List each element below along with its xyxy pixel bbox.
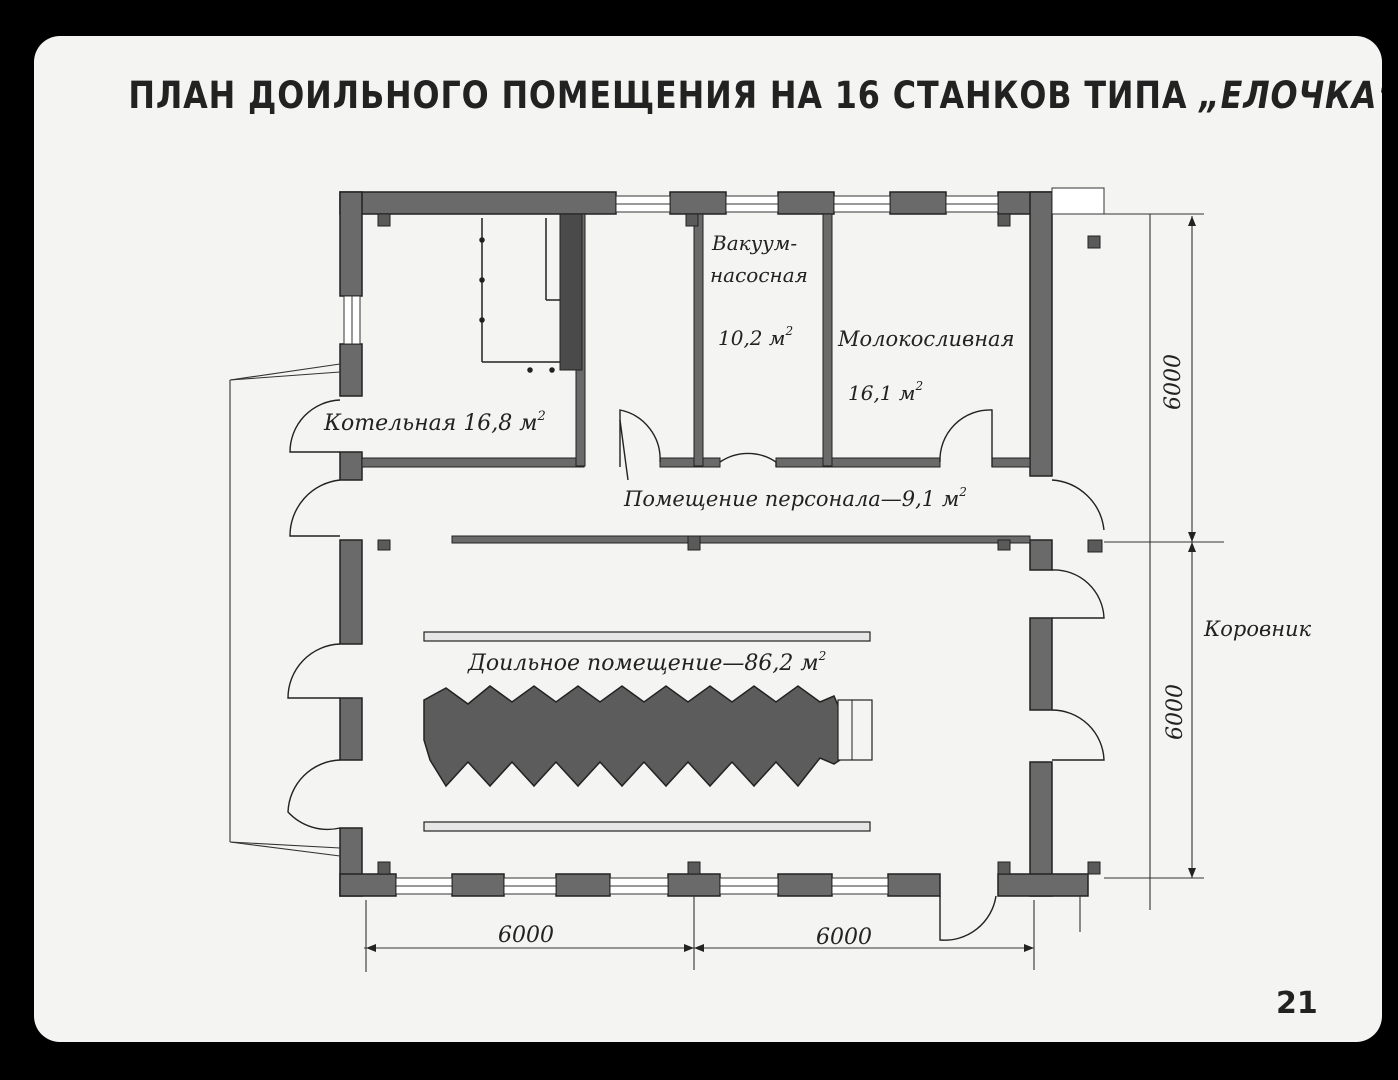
dimension-ticks [366,216,1196,952]
chimney [559,213,583,371]
right-wall-mid [1029,539,1053,571]
dimension-right-top: 6000 [1161,354,1186,410]
bottom-wall-pier-6 [887,873,941,897]
door-left-1 [287,643,341,699]
top-wall-left [339,191,617,215]
room-label-boiler: Котельная 16,8 м2 [323,409,546,436]
window-top-right [1051,187,1105,215]
left-wall-lower-2 [339,697,363,761]
partition-milk [775,457,941,468]
door-milk [939,409,993,467]
door-bottom [939,895,997,941]
room-label-vacuum-line2: насосная [710,263,808,287]
milking-parlor [423,631,873,832]
doors [287,399,1105,941]
cow-rail-top [423,631,871,642]
windows [343,187,1105,895]
bottom-wall-pier-2 [451,873,505,897]
page-title: ПЛАН ДОИЛЬНОГО ПОМЕЩЕНИЯ НА 16 СТАНКОВ Т… [128,74,1382,117]
right-wall-lower-1 [1029,617,1053,711]
door-left-2 [287,759,341,831]
title-main: ПЛАН ДОИЛЬНОГО ПОМЕЩЕНИЯ НА 16 СТАНКОВ Т… [128,74,1188,117]
exterior-walls [339,191,1089,897]
top-wall-pier-3 [889,191,947,215]
pipeline [229,363,341,857]
room-label-staff: Помещение персонала—9,1 м2 [623,485,967,511]
door-staff-left [289,479,341,537]
dimension-bottom-right: 6000 [816,925,872,950]
left-wall-mid [339,451,363,481]
door-boiler-exterior [289,399,341,453]
interior-walls [361,213,1031,544]
dimension-right-bottom: 6000 [1163,684,1188,740]
dimension-lines [364,213,1224,972]
door-vacuum [719,452,777,467]
partition-corridor [451,535,1031,544]
columns [377,213,1103,875]
dimension-bottom-left: 6000 [498,923,554,948]
top-wall-pier-2 [777,191,835,215]
cow-rail-bottom [423,821,871,832]
left-wall-upper [339,343,363,397]
door-boiler [619,409,661,467]
bottom-wall-pier-5 [777,873,833,897]
partition-boiler [361,457,585,468]
slide-number: 21 [1276,986,1318,1021]
bottom-wall-pier-3 [555,873,611,897]
partition-vacuum [659,457,721,468]
bottom-wall-pier-7 [997,873,1089,897]
room-label-milk: Молокосливная [837,327,1014,351]
top-wall-pier-1 [669,191,727,215]
door-right-1 [1051,569,1105,619]
bottom-wall-pier-4 [667,873,721,897]
title-quoted: „ЕЛОЧКА“ [1199,74,1382,117]
pit-stairs [837,699,873,761]
door-right-2 [1051,709,1105,761]
room-label-vacuum-line1: Вакуум- [711,231,797,255]
door-staff-right [1051,479,1105,531]
boiler-equipment [479,218,560,373]
right-wall-upper [1029,191,1053,477]
herringbone-pit [423,685,841,788]
wall-vacuum-right [822,213,833,467]
room-area-milk: 16,1 м2 [848,379,923,405]
left-wall-top [339,191,363,297]
wall-vacuum-left [693,213,704,467]
partition-right [991,457,1031,468]
left-wall-lower-1 [339,539,363,645]
adjacent-building-label: Коровник [1203,617,1312,641]
room-label-milking: Доильное помещение—86,2 м2 [467,649,826,676]
room-area-vacuum: 10,2 м2 [718,324,793,350]
bottom-wall-pier-1 [339,873,397,897]
